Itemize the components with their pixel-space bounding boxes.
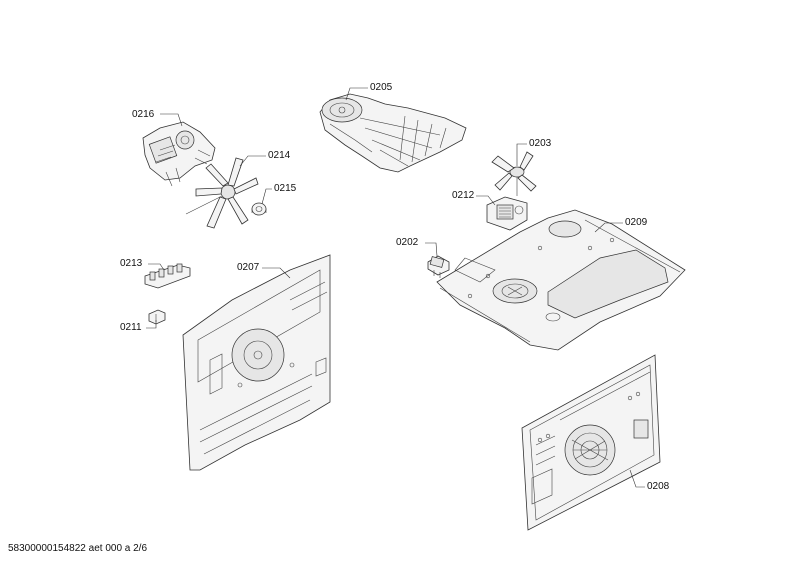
part-0207-rear-panel[interactable] (182, 254, 331, 471)
label-0203: 0203 (529, 138, 552, 149)
part-0211-clip[interactable] (148, 309, 166, 325)
label-0205: 0205 (370, 82, 393, 93)
label-0211: 0211 (120, 322, 142, 333)
part-0213-terminal-block[interactable] (144, 263, 191, 289)
part-0203-cooling-fan[interactable] (491, 151, 537, 196)
part-0212-motor[interactable] (486, 196, 528, 231)
label-0213: 0213 (120, 258, 143, 269)
document-footer: 58300000154822 aet 000 a 2/6 (8, 543, 148, 554)
label-0215: 0215 (274, 183, 297, 194)
part-0208-back-panel[interactable] (521, 354, 661, 531)
part-0215-nut[interactable] (251, 202, 267, 216)
label-0207: 0207 (237, 262, 260, 273)
part-0209-top-plate[interactable] (436, 209, 686, 351)
part-0214-fan-impeller[interactable] (185, 157, 259, 229)
label-0214: 0214 (268, 150, 291, 161)
leader-lines (146, 87, 645, 488)
label-0209: 0209 (625, 217, 648, 228)
label-0216: 0216 (132, 109, 155, 120)
part-0205-fan-cover[interactable] (319, 93, 467, 173)
label-0202: 0202 (396, 237, 419, 248)
label-0212: 0212 (452, 190, 475, 201)
part-0216-fan-motor[interactable] (142, 121, 216, 187)
label-0208: 0208 (647, 481, 670, 492)
part-0202-switch[interactable] (427, 255, 450, 278)
